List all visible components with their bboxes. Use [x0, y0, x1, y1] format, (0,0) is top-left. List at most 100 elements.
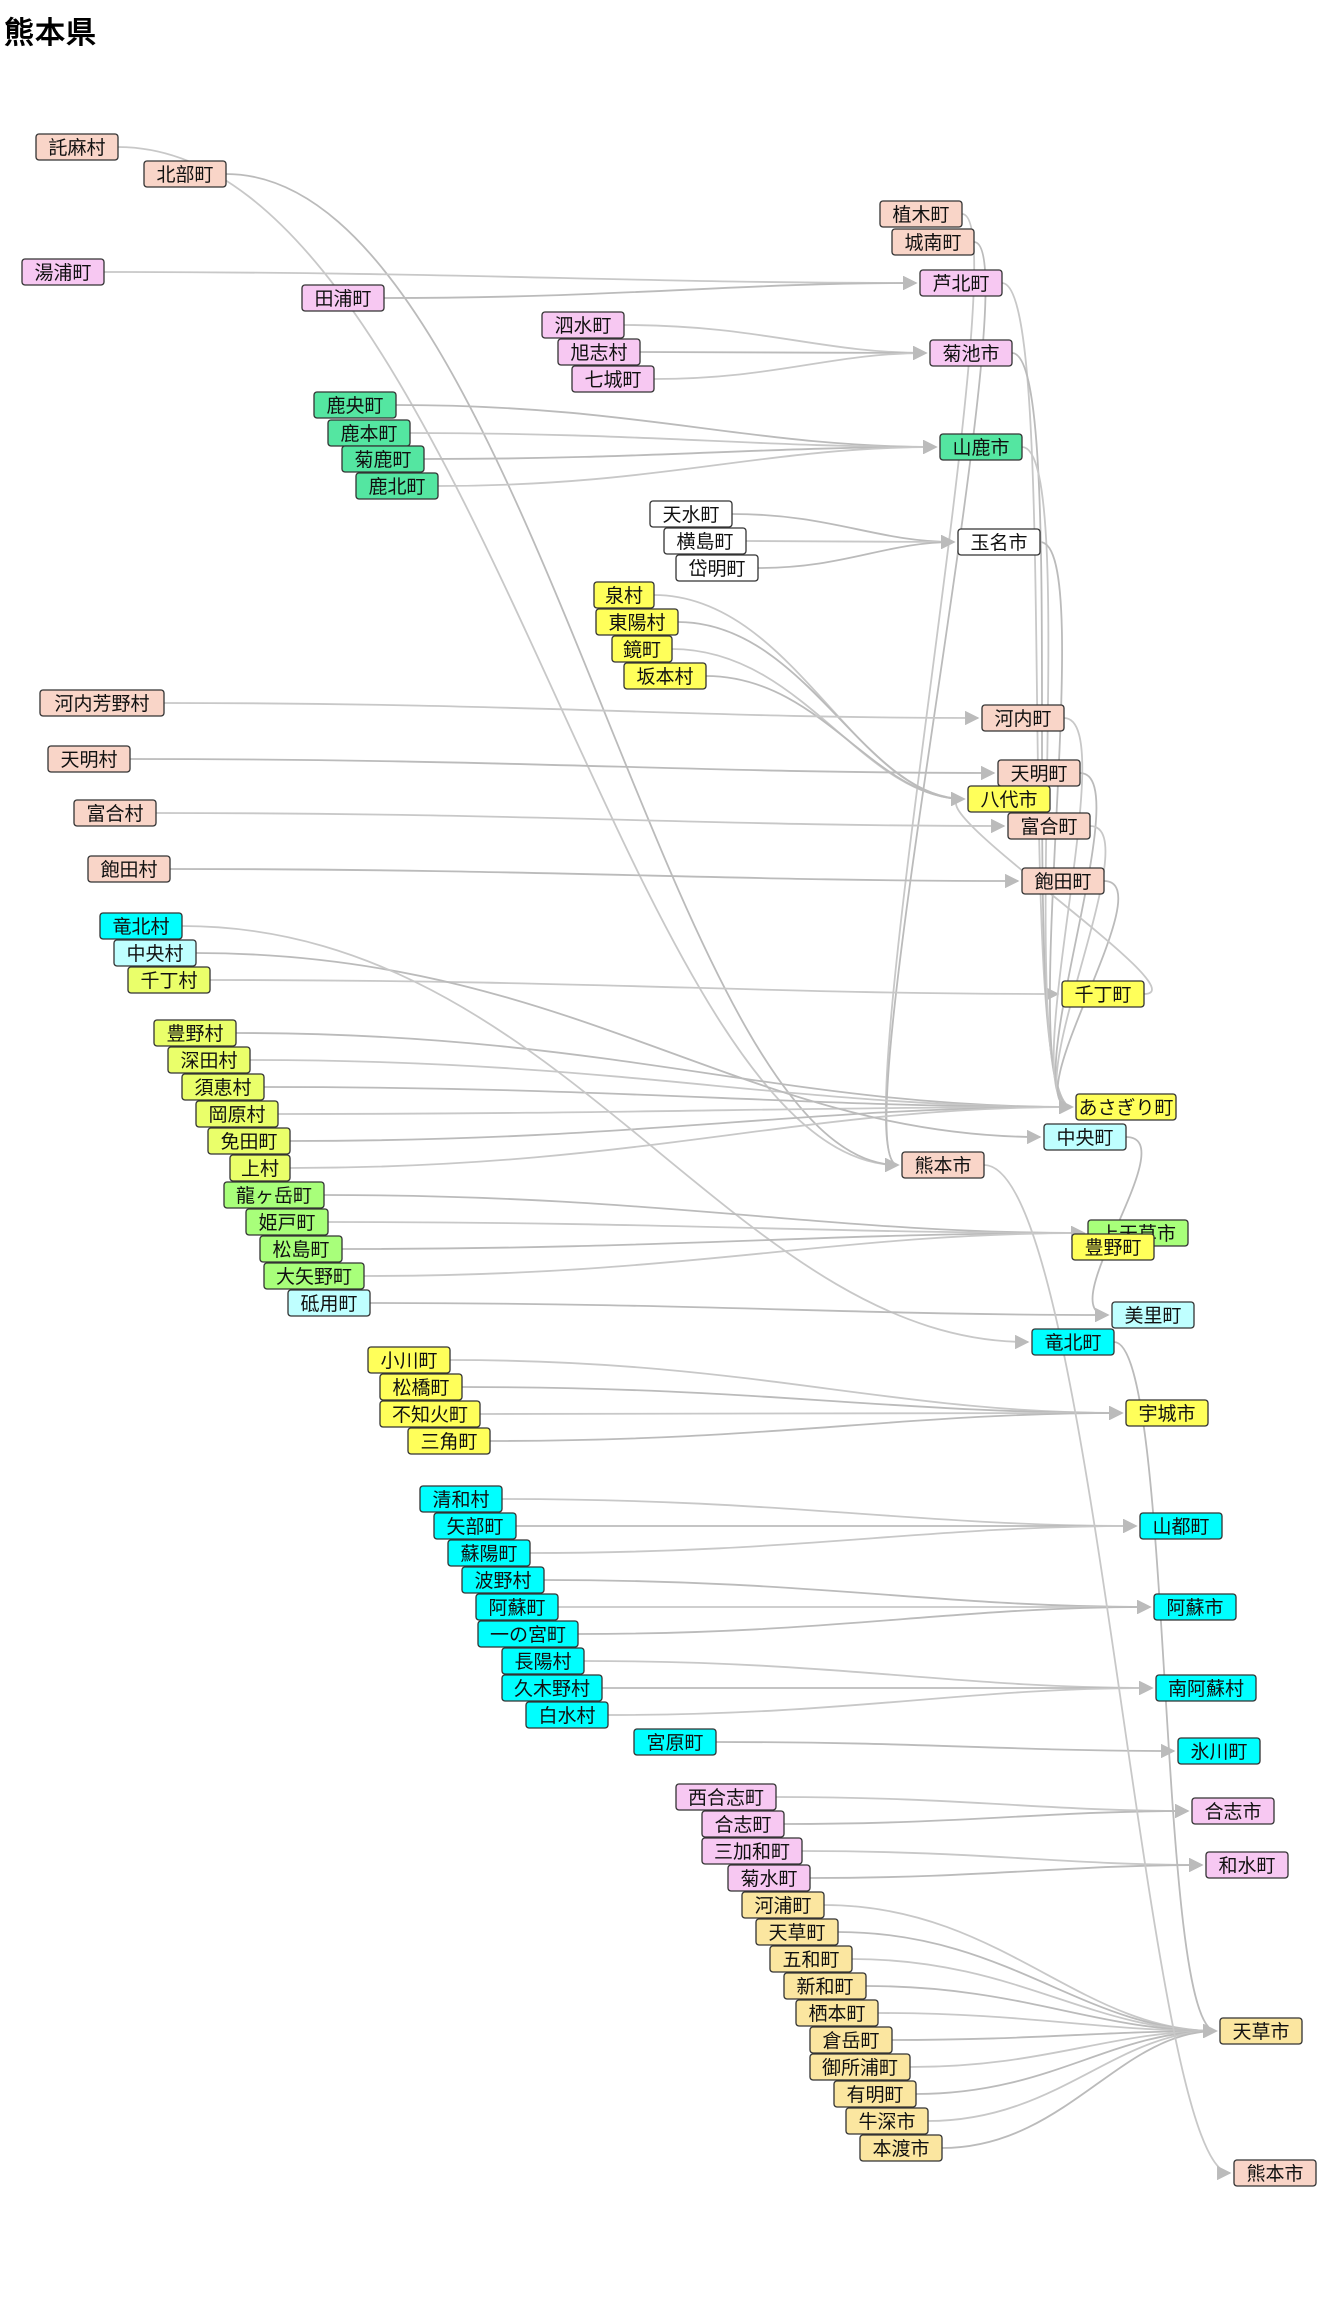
node-box	[355, 472, 439, 500]
node-label: 菊池市	[942, 343, 999, 365]
node-label: 天明村	[60, 749, 117, 771]
node-box	[663, 527, 747, 555]
node-box	[341, 445, 425, 473]
node-box	[675, 554, 759, 582]
node-box	[113, 939, 197, 967]
node-jonan: 城南町	[891, 228, 975, 256]
node-label: 不知火町	[392, 1404, 468, 1426]
node-ushibuka: 牛深市	[845, 2107, 929, 2135]
node-label: 岱明町	[688, 558, 745, 580]
node-label: 牛深市	[858, 2111, 915, 2133]
node-seiwa: 清和村	[419, 1485, 503, 1513]
node-yamaga: 山鹿市	[939, 433, 1023, 461]
node-yokoshima: 横島町	[663, 527, 747, 555]
node-label: 横島町	[676, 531, 733, 553]
node-box	[181, 1073, 265, 1101]
node-label: 富合村	[86, 803, 143, 825]
node-box	[541, 311, 625, 339]
node-box	[701, 1837, 803, 1865]
node-oyano: 大矢野町	[263, 1262, 365, 1290]
node-box	[571, 365, 655, 393]
node-uki: 宇城市	[1125, 1399, 1209, 1427]
node-label: 千丁村	[140, 970, 197, 992]
node-choyo: 長陽村	[501, 1647, 585, 1675]
node-label: 宮原町	[646, 1732, 703, 1754]
node-mikawa: 三加和町	[701, 1837, 803, 1865]
node-box	[407, 1427, 491, 1455]
node-fukada: 深田村	[167, 1046, 251, 1074]
node-label: 植木町	[892, 204, 949, 226]
node-label: 鏡町	[623, 639, 661, 661]
node-kawaura: 河浦町	[741, 1891, 825, 1919]
edge-itsuwa-to-amakusa_c	[851, 1958, 1218, 2039]
node-hakusui: 白水村	[525, 1701, 609, 1729]
node-box	[593, 581, 655, 609]
node-label: 坂本村	[636, 666, 693, 688]
node-label: 七城町	[584, 369, 641, 391]
node-yamato: 山都町	[1139, 1512, 1223, 1540]
edge-menda-to-asagiri	[289, 1099, 1074, 1142]
node-box	[207, 1127, 291, 1155]
node-label: 富合町	[1020, 816, 1077, 838]
node-tensui: 天水町	[649, 500, 733, 528]
node-label: 美里町	[1124, 1305, 1181, 1327]
node-box	[1139, 1512, 1223, 1540]
edge-shichijo-to-kikuchi	[653, 345, 928, 380]
node-label: 御所浦町	[822, 2057, 898, 2079]
node-box	[1031, 1328, 1115, 1356]
node-label: 河内芳野村	[54, 693, 149, 715]
edge-shiranui-to-uki	[479, 1405, 1124, 1421]
node-izumi: 泉村	[593, 581, 655, 609]
node-kikuka: 菊鹿町	[341, 445, 425, 473]
node-label: 菊水町	[740, 1868, 797, 1890]
node-tomiai_v: 富合村	[73, 799, 157, 827]
node-shichijo: 七城町	[571, 365, 655, 393]
node-label: 長陽村	[514, 1651, 571, 1673]
node-box	[1155, 1674, 1257, 1702]
edge-kumamoto1-to-kumamoto2	[983, 1164, 1232, 2181]
node-sakamoto: 坂本村	[623, 662, 707, 690]
node-box	[557, 338, 641, 366]
node-label: 一の宮町	[490, 1624, 566, 1646]
node-okaharu: 岡原村	[195, 1100, 279, 1128]
node-box	[675, 1783, 777, 1811]
node-label: 新和町	[796, 1976, 853, 1998]
node-label: 豊野村	[166, 1023, 223, 1045]
node-toyono_t: 豊野町	[1071, 1233, 1155, 1261]
node-box	[1233, 2159, 1317, 2187]
node-namino: 波野村	[461, 1566, 545, 1594]
edge-soyo-to-yamato	[529, 1518, 1138, 1554]
edge-sue-to-asagiri	[263, 1086, 1074, 1115]
node-ryugatake: 龍ヶ岳町	[223, 1181, 325, 1209]
node-label: 熊本市	[1246, 2163, 1303, 2185]
edge-sakamoto-to-yatsushiro	[705, 675, 966, 807]
node-box	[967, 785, 1051, 813]
node-label: 竜北町	[1044, 1332, 1101, 1354]
node-label: 玉名市	[970, 532, 1027, 554]
node-label: 中央町	[1056, 1127, 1113, 1149]
edge-goshoura-to-amakusa_c	[909, 2023, 1218, 2068]
node-label: 波野村	[474, 1570, 531, 1592]
node-label: 三角町	[420, 1431, 477, 1453]
node-yunoura: 湯浦町	[21, 258, 105, 286]
node-label: 大矢野町	[276, 1266, 352, 1288]
edge-matsushima-to-kamiamakusa	[341, 1225, 1086, 1250]
edge-misumi-to-uki	[489, 1405, 1124, 1442]
node-label: 湯浦町	[34, 262, 91, 284]
node-kawachiyoshino: 河内芳野村	[39, 689, 165, 717]
node-label: 泗水町	[554, 315, 611, 337]
edge-shisui-to-kikuchi	[623, 324, 928, 361]
node-box	[195, 1100, 279, 1128]
edge-kikuka-to-yamaga	[423, 439, 938, 460]
edge-matsubase-to-uki	[461, 1386, 1124, 1421]
edge-toyono_v-to-asagiri	[235, 1032, 1074, 1115]
node-label: 飽田村	[100, 859, 157, 881]
node-box	[1021, 867, 1105, 895]
edge-kyokushi-to-kikuchi	[639, 345, 928, 361]
node-misumi: 三角町	[407, 1427, 491, 1455]
node-hondo: 本渡市	[859, 2134, 943, 2162]
node-label: 鹿本町	[340, 423, 397, 445]
node-sencho_v: 千丁村	[127, 966, 211, 994]
node-box	[1071, 1233, 1155, 1261]
nodes-layer: 託麻村北部町湯浦町田浦町植木町城南町芦北町泗水町旭志村七城町菊池市鹿央町鹿本町菊…	[21, 133, 1317, 2187]
